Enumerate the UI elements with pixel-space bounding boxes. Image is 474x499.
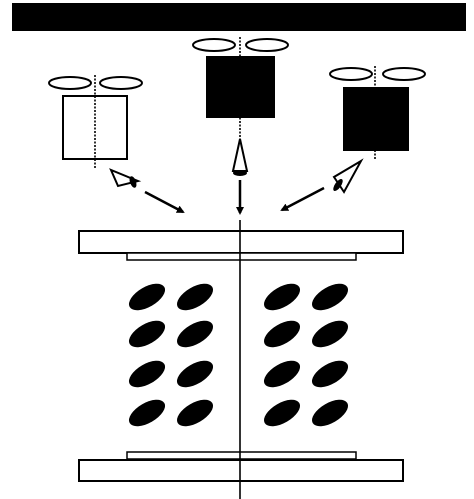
molecule-ellipse: [311, 399, 349, 427]
emitter-right: [329, 66, 426, 194]
propeller-blade-left: [192, 38, 236, 52]
molecule-ellipse: [311, 283, 349, 311]
cone-nozzle-base: [129, 176, 137, 188]
emitter-center: [192, 37, 289, 176]
emitter-box-dark: [343, 87, 409, 151]
cone-nozzle-icon: [231, 138, 249, 172]
propeller-blade-right: [245, 38, 289, 52]
bottom-plate: [78, 459, 404, 482]
molecule-ellipse: [176, 283, 214, 311]
molecule-ellipse: [311, 320, 349, 348]
propeller-blade-right: [382, 67, 426, 81]
top-alignment-layer: [126, 252, 357, 261]
propeller-blade-left: [329, 67, 373, 81]
molecule-ellipse: [263, 320, 301, 348]
molecule-ellipse: [128, 283, 166, 311]
cone-nozzle-base: [233, 170, 247, 176]
molecule-ellipse: [176, 360, 214, 388]
molecule-field: [128, 283, 349, 427]
molecule-ellipse: [263, 283, 301, 311]
molecule-ellipse: [263, 360, 301, 388]
propeller-blade-left: [48, 76, 92, 90]
molecule-ellipse: [128, 399, 166, 427]
arrow-left: [144, 190, 185, 214]
arrow-right: [280, 186, 325, 212]
propeller-blade-right: [99, 76, 143, 90]
top-plate: [78, 230, 404, 254]
molecule-ellipse: [128, 360, 166, 388]
bottom-alignment-layer: [126, 451, 357, 460]
emitter-box-dark: [206, 56, 275, 118]
molecule-ellipse: [311, 360, 349, 388]
molecule-ellipse: [176, 320, 214, 348]
molecule-ellipse: [263, 399, 301, 427]
molecule-ellipse: [128, 320, 166, 348]
top-bar: [12, 3, 466, 31]
molecule-ellipse: [176, 399, 214, 427]
cone-nozzle-base: [333, 179, 343, 191]
emitter-left: [48, 75, 143, 188]
cell-assembly: [78, 220, 404, 499]
